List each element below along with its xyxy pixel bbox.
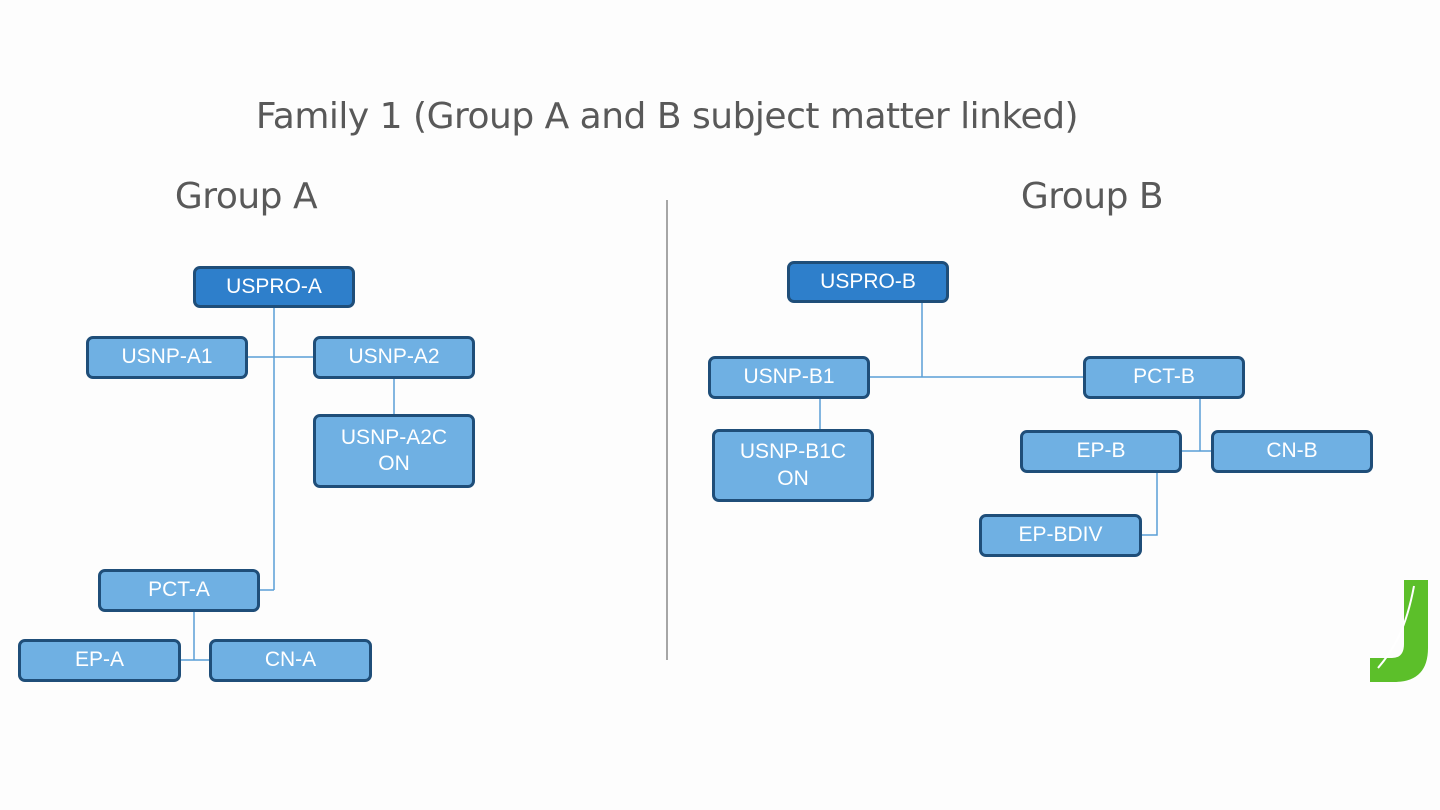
- node-pct-a[interactable]: PCT-A: [98, 569, 260, 612]
- node-usnp-a2con[interactable]: USNP-A2C ON: [313, 414, 475, 488]
- node-ep-bdiv[interactable]: EP-BDIV: [979, 514, 1142, 557]
- node-uspro-b[interactable]: USPRO-B: [787, 261, 949, 303]
- node-usnp-a1[interactable]: USNP-A1: [86, 336, 248, 379]
- node-pct-b[interactable]: PCT-B: [1083, 356, 1245, 399]
- connector-b-ep-div: [1140, 472, 1158, 536]
- node-usnp-a2[interactable]: USNP-A2: [313, 336, 475, 379]
- group-b-title: Group B: [1020, 176, 1164, 217]
- node-ep-b[interactable]: EP-B: [1020, 430, 1182, 473]
- node-usnp-b1[interactable]: USNP-B1: [708, 356, 870, 399]
- node-usnp-b1con[interactable]: USNP-B1C ON: [712, 429, 874, 502]
- page-title: Family 1 (Group A and B subject matter l…: [255, 96, 1079, 137]
- node-cn-b[interactable]: CN-B: [1211, 430, 1373, 473]
- green-j-logo-icon: [1370, 580, 1428, 682]
- node-ep-a[interactable]: EP-A: [18, 639, 181, 682]
- node-cn-a[interactable]: CN-A: [209, 639, 372, 682]
- group-divider: [666, 200, 668, 660]
- group-a-title: Group A: [174, 176, 318, 217]
- node-uspro-a[interactable]: USPRO-A: [193, 266, 355, 308]
